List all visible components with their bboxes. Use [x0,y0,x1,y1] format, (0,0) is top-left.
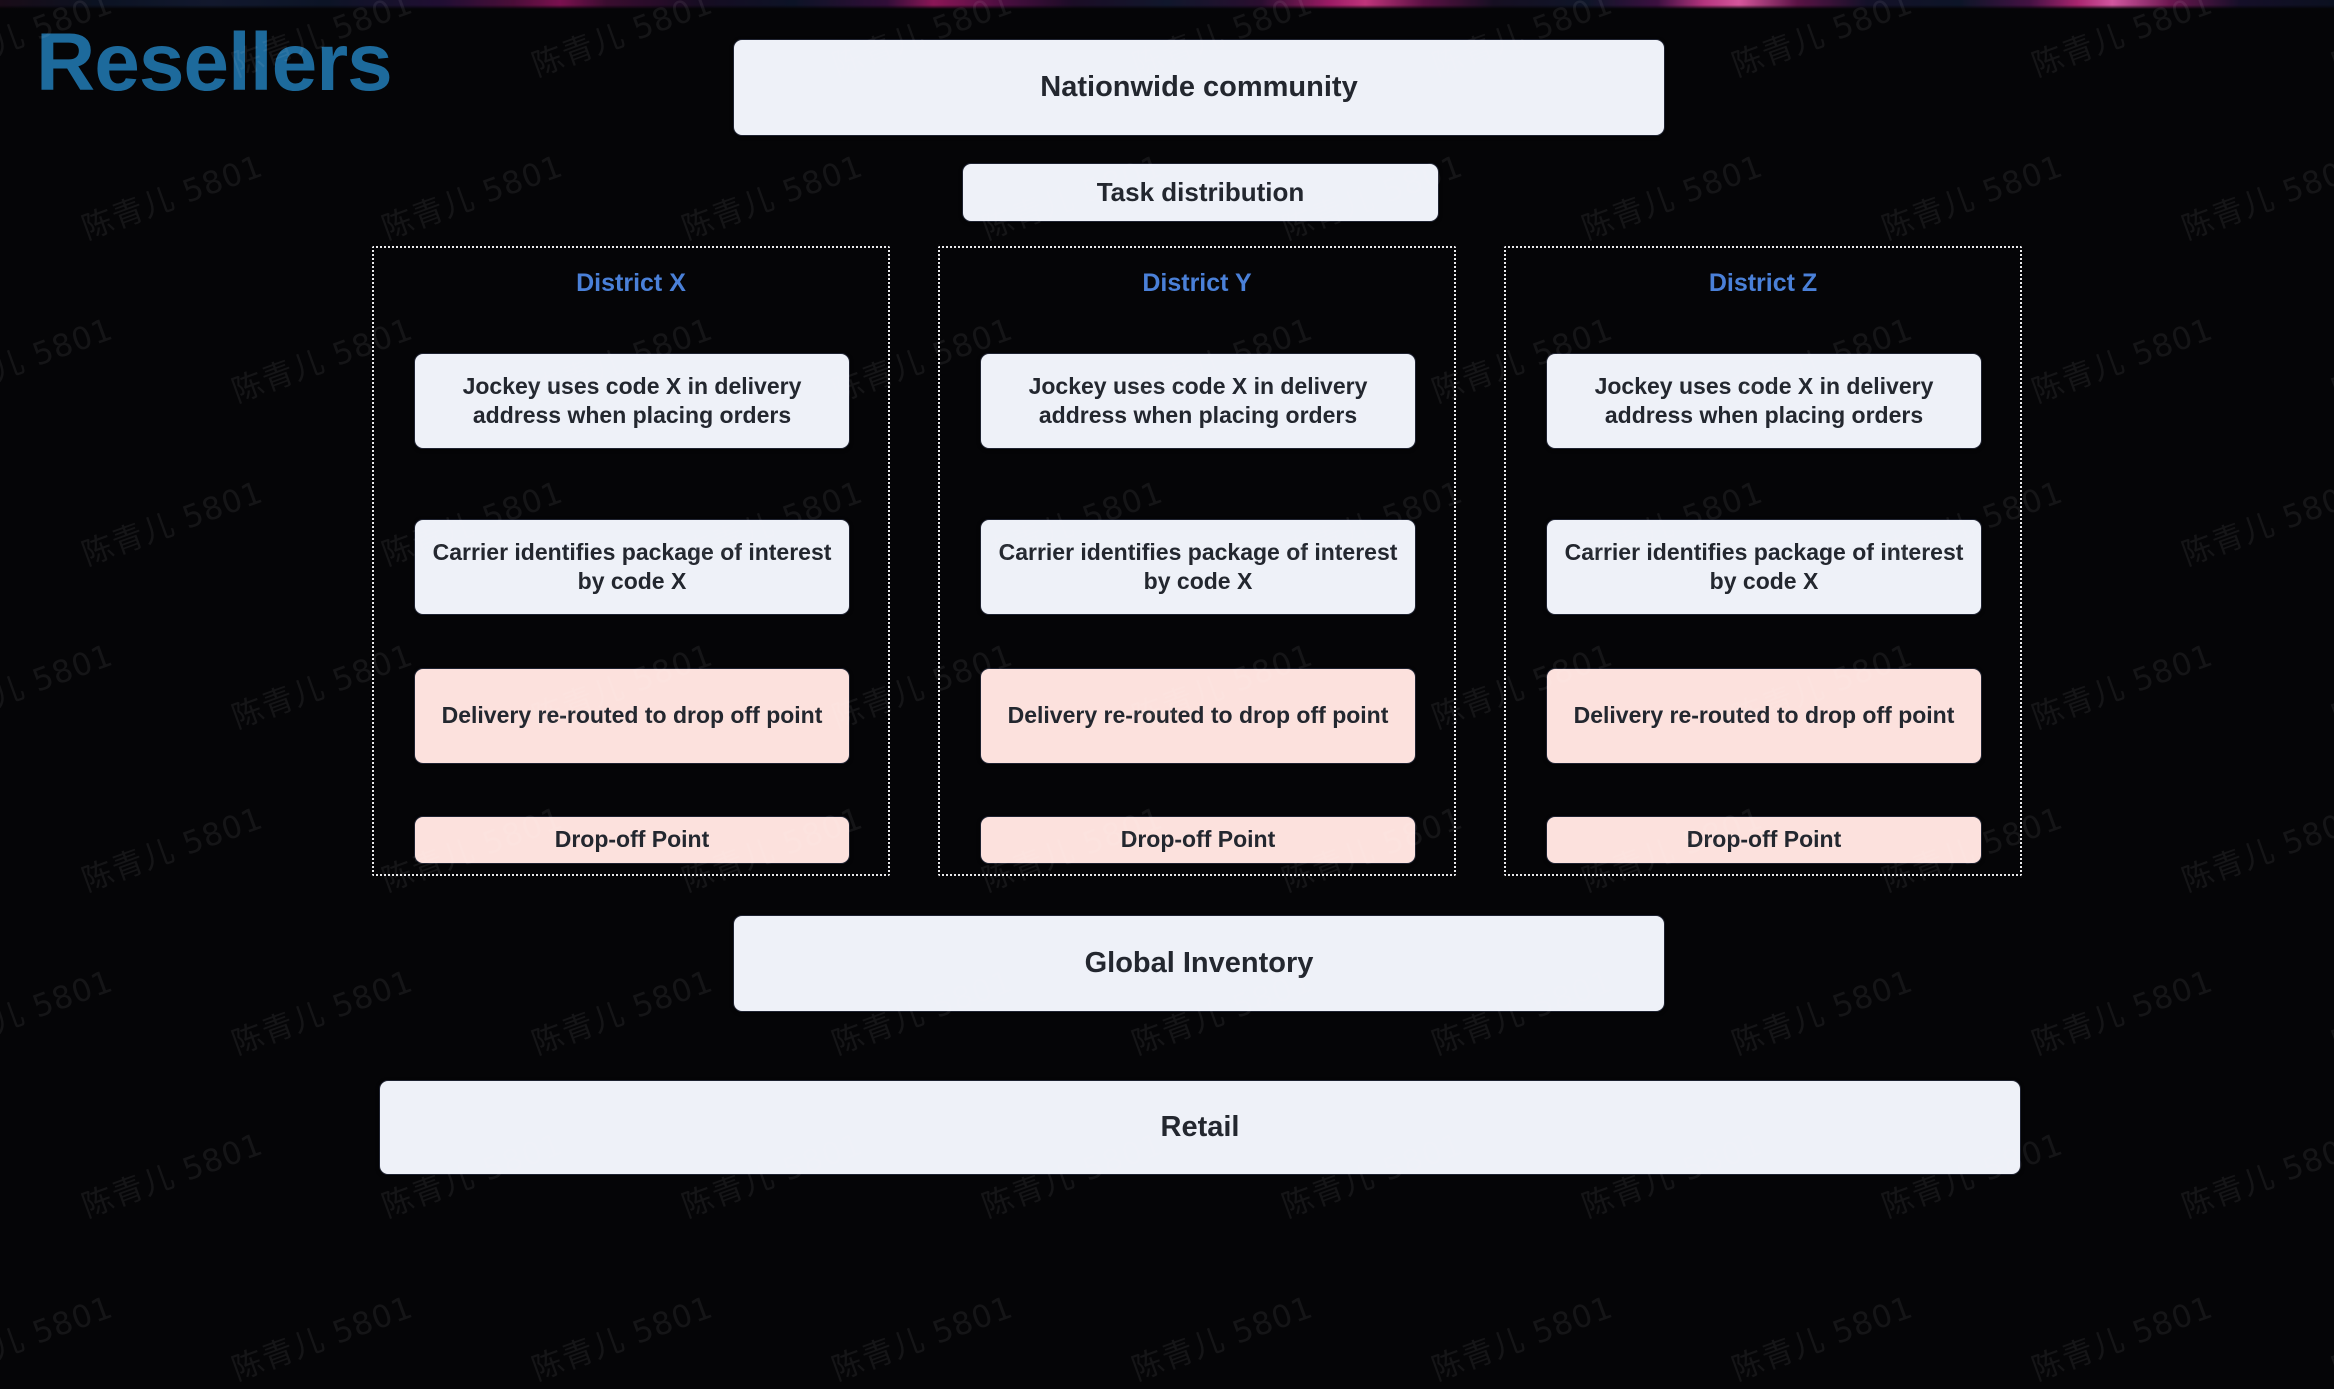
watermark-text: 陈青儿 5801 [77,800,268,900]
watermark-text: 陈青儿 5801 [0,963,118,1063]
watermark-text: 陈青儿 5801 [1727,963,1918,1063]
watermark-text: 陈青儿 5801 [1427,1289,1618,1389]
node-retail-label: Retail [1160,1110,1240,1143]
watermark-text: 陈青儿 5801 [1727,0,1918,85]
district-y-step-1-label: Jockey uses code X in delivery address w… [1028,372,1368,428]
watermark-text: 陈青儿 5801 [2327,963,2334,1063]
district-z-step-4-label: Drop-off Point [1686,826,1842,853]
watermark-text: 陈青儿 5801 [2177,800,2334,900]
district-y-step-4[interactable]: Drop-off Point [980,816,1416,864]
watermark-text: 陈青儿 5801 [227,963,418,1063]
watermark-text: 陈青儿 5801 [2027,1289,2218,1389]
district-x-step-1-label: Jockey uses code X in delivery address w… [462,372,802,428]
watermark-text: 陈青儿 5801 [0,637,118,737]
watermark-text: 陈青儿 5801 [2177,148,2334,248]
district-y-step-2[interactable]: Carrier identifies package of interest b… [980,519,1416,615]
district-z-step-1[interactable]: Jockey uses code X in delivery address w… [1546,353,1982,449]
district-x-step-2[interactable]: Carrier identifies package of interest b… [414,519,850,615]
watermark-text: 陈青儿 5801 [2327,1289,2334,1389]
node-nationwide-community[interactable]: Nationwide community [733,39,1665,136]
watermark-text: 陈青儿 5801 [1577,148,1768,248]
district-y-step-2-label: Carrier identifies package of interest b… [998,538,1398,594]
district-x-step-4-label: Drop-off Point [554,826,710,853]
district-y-step-3[interactable]: Delivery re-routed to drop off point [980,668,1416,764]
watermark-text: 陈青儿 5801 [1877,148,2068,248]
node-global-inventory[interactable]: Global Inventory [733,915,1665,1012]
watermark-text: 陈青儿 5801 [2177,474,2334,574]
watermark-text: 陈青儿 5801 [827,1289,1018,1389]
watermark-text: 陈青儿 5801 [2027,637,2218,737]
district-z-step-1-label: Jockey uses code X in delivery address w… [1594,372,1934,428]
district-y-step-3-label: Delivery re-routed to drop off point [1007,702,1389,729]
watermark-text: 陈青儿 5801 [2327,637,2334,737]
watermark-text: 陈青儿 5801 [1127,1289,1318,1389]
district-z-step-3[interactable]: Delivery re-routed to drop off point [1546,668,1982,764]
district-x-step-4[interactable]: Drop-off Point [414,816,850,864]
node-global-inventory-label: Global Inventory [1084,946,1314,979]
watermark-text: 陈青儿 5801 [2177,1126,2334,1226]
district-container-z: District Z Jockey uses code X in deliver… [1504,246,2022,876]
district-y-step-4-label: Drop-off Point [1120,826,1276,853]
watermark-text: 陈青儿 5801 [77,148,268,248]
district-z-step-2[interactable]: Carrier identifies package of interest b… [1546,519,1982,615]
node-task-distribution[interactable]: Task distribution [962,163,1439,222]
watermark-text: 陈青儿 5801 [77,1126,268,1226]
watermark-text: 陈青儿 5801 [0,311,118,411]
node-retail[interactable]: Retail [379,1080,2021,1175]
district-z-step-3-label: Delivery re-routed to drop off point [1573,702,1955,729]
district-z-step-2-label: Carrier identifies package of interest b… [1564,538,1964,594]
district-title-y: District Y [1142,269,1252,297]
watermark-text: 陈青儿 5801 [2027,0,2218,85]
district-x-step-3[interactable]: Delivery re-routed to drop off point [414,668,850,764]
district-container-y: District Y Jockey uses code X in deliver… [938,246,1456,876]
district-y-step-1[interactable]: Jockey uses code X in delivery address w… [980,353,1416,449]
watermark-text: 陈青儿 5801 [1727,1289,1918,1389]
watermark-text: 陈青儿 5801 [77,474,268,574]
node-nationwide-community-label: Nationwide community [1040,70,1358,103]
district-title-x: District X [576,269,686,297]
watermark-text: 陈青儿 5801 [2327,0,2334,85]
watermark-text: 陈青儿 5801 [0,1289,118,1389]
watermark-text: 陈青儿 5801 [227,1289,418,1389]
district-x-step-3-label: Delivery re-routed to drop off point [441,702,823,729]
node-task-distribution-label: Task distribution [1096,176,1305,207]
district-title-z: District Z [1708,269,1818,297]
watermark-text: 陈青儿 5801 [677,148,868,248]
district-x-step-1[interactable]: Jockey uses code X in delivery address w… [414,353,850,449]
district-x-step-2-label: Carrier identifies package of interest b… [432,538,832,594]
watermark-text: 陈青儿 5801 [2027,963,2218,1063]
watermark-text: 陈青儿 5801 [527,0,718,85]
watermark-text: 陈青儿 5801 [2327,311,2334,411]
watermark-text: 陈青儿 5801 [2027,311,2218,411]
watermark-text: 陈青儿 5801 [527,963,718,1063]
district-z-step-4[interactable]: Drop-off Point [1546,816,1982,864]
watermark-text: 陈青儿 5801 [377,148,568,248]
watermark-text: 陈青儿 5801 [527,1289,718,1389]
page-title: Resellers [36,17,393,108]
district-container-x: District X Jockey uses code X in deliver… [372,246,890,876]
top-image-strip [0,0,2334,9]
